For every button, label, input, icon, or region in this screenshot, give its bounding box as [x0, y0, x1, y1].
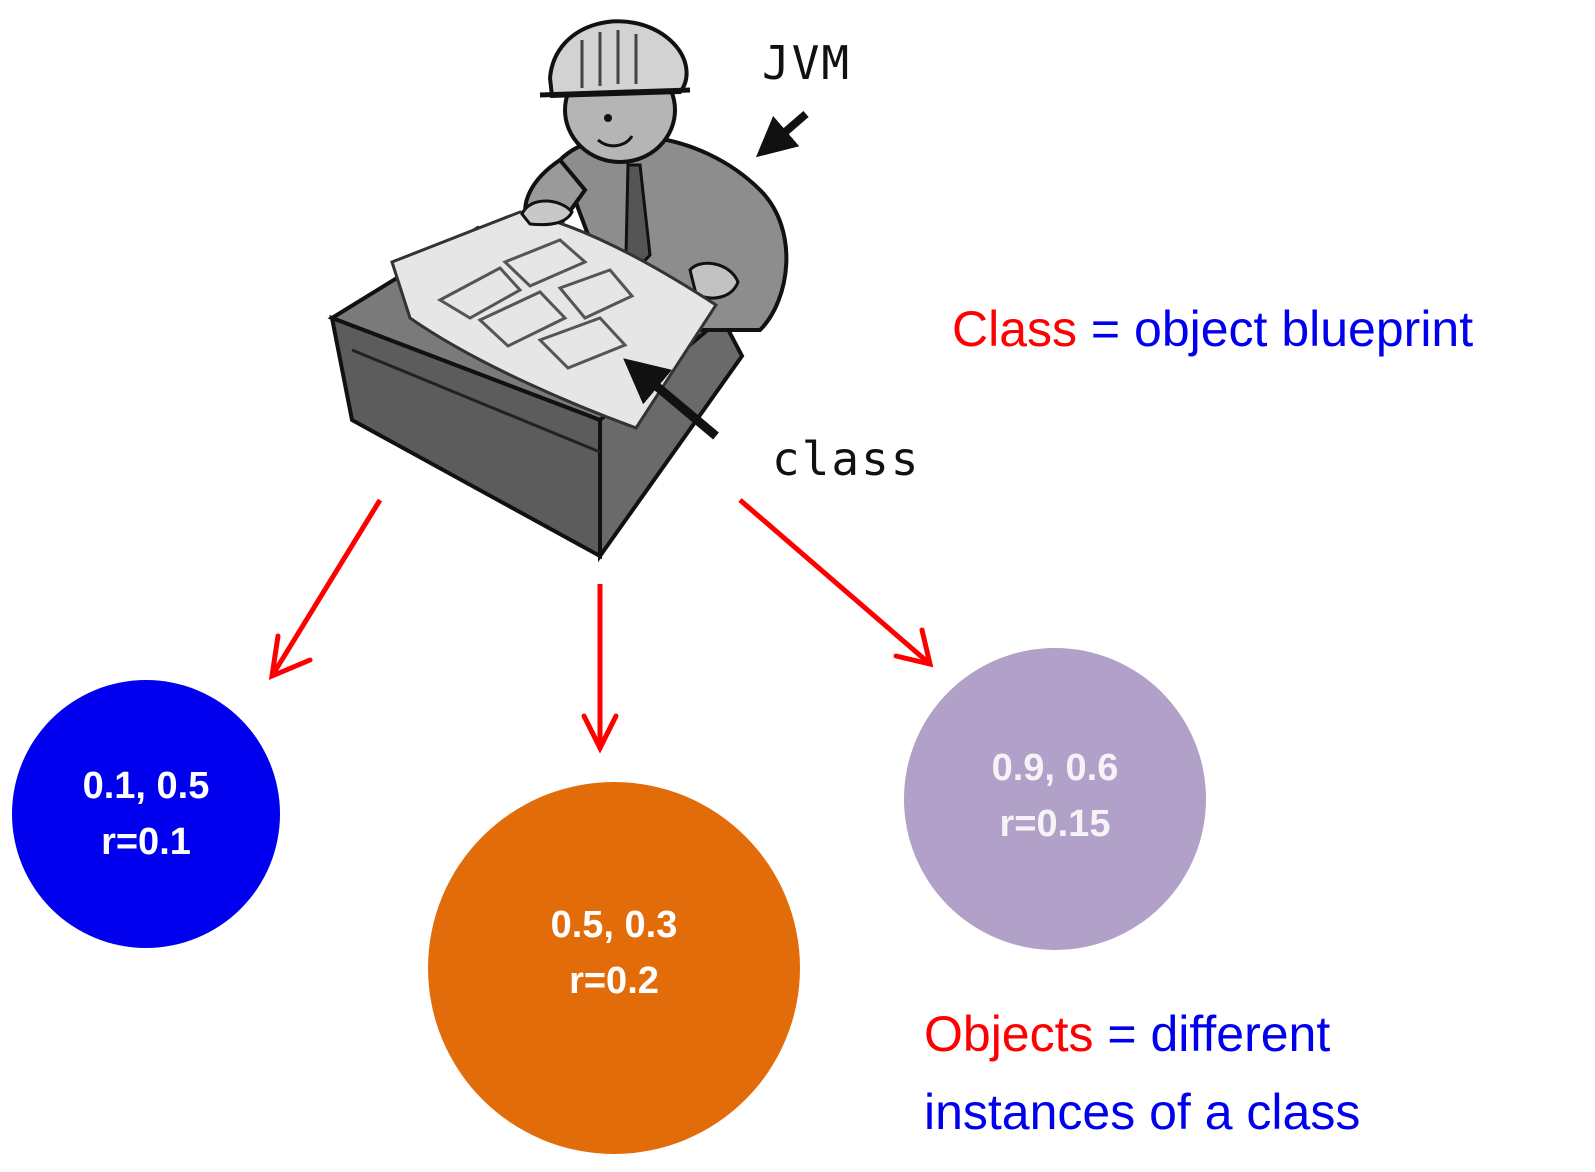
class-label: class [772, 432, 921, 486]
arrow-to-object-3-shaft [738, 498, 932, 666]
arrow-to-object-1-shaft [269, 498, 383, 678]
class-definition-caption: Class = object blueprint [952, 290, 1473, 368]
class-definition-text: = object blueprint [1077, 301, 1474, 357]
object-2-radius: r=0.2 [569, 960, 659, 1002]
jvm-architect-illustration [327, 19, 789, 563]
object-1-coords: 0.1, 0.5 [82, 765, 210, 807]
object-3-coords: 0.9, 0.6 [991, 747, 1119, 789]
class-pointer-arrow [623, 358, 719, 440]
objects-definition-caption: Objects = different instances of a class [924, 995, 1360, 1151]
object-1-radius: r=0.1 [101, 821, 191, 863]
arrow-to-object-3 [738, 498, 934, 668]
jvm-label: JVM [762, 36, 852, 90]
object-circle-3: 0.9, 0.6 r=0.15 [904, 648, 1206, 950]
objects-definition-text-line2: instances of a class [924, 1084, 1361, 1140]
class-term: Class [952, 301, 1078, 357]
object-2-coords: 0.5, 0.3 [550, 904, 678, 946]
object-3-radius: r=0.15 [999, 803, 1111, 845]
jvm-pointer-arrow [755, 110, 809, 158]
instantiation-arrows [268, 498, 934, 754]
object-circle-2: 0.5, 0.3 r=0.2 [428, 782, 800, 1154]
arrow-to-object-2 [581, 584, 619, 754]
arrow-to-object-2-head [581, 713, 619, 754]
arrow-to-object-1 [268, 498, 383, 681]
objects-definition-text: = different [1093, 1006, 1331, 1062]
object-circle-1: 0.1, 0.5 r=0.1 [12, 680, 280, 948]
arrow-to-object-3-head [893, 627, 934, 668]
arrow-to-object-1-head [268, 633, 313, 681]
objects-term: Objects [924, 1006, 1094, 1062]
